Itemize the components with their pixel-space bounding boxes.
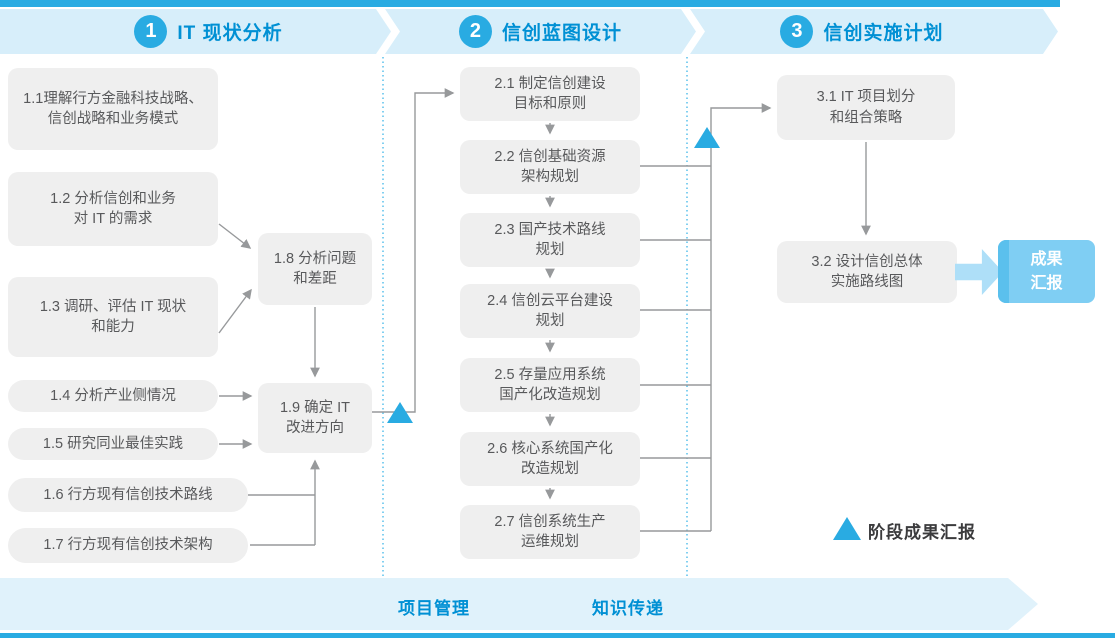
step-box-2-5: 2.5 存量应用系统 国产化改造规划: [460, 358, 640, 412]
step-box-1-6: 1.6 行方现有信创技术路线: [8, 478, 248, 512]
bottom-process-band: [0, 578, 1038, 630]
milestone-triangle-icon: [694, 127, 720, 148]
step-box-2-2: 2.2 信创基础资源 架构规划: [460, 140, 640, 194]
result-box-accent-strip: [998, 240, 1009, 303]
phase-title: 信创蓝图设计: [501, 23, 622, 44]
phase-title: 信创实施计划: [823, 23, 944, 44]
step-box-2-7: 2.7 信创系统生产 运维规划: [460, 505, 640, 559]
project-management-label: 项目管理: [398, 599, 470, 618]
phase-header-3: 3 信创实施计划: [690, 9, 1058, 54]
result-arrow-icon: [955, 249, 1003, 295]
step-box-2-4: 2.4 信创云平台建设 规划: [460, 284, 640, 338]
top-accent-strip: [0, 0, 1060, 7]
step-box-1-9: 1.9 确定 IT 改进方向: [258, 383, 372, 453]
step-box-1-3: 1.3 调研、评估 IT 现状 和能力: [8, 277, 218, 357]
step-box-2-1: 2.1 制定信创建设 目标和原则: [460, 67, 640, 121]
phase-header-2: 2 信创蓝图设计: [385, 9, 696, 54]
step-box-2-3: 2.3 国产技术路线 规划: [460, 213, 640, 267]
phase-number-badge: 3: [780, 15, 813, 48]
phase-title: IT 现状分析: [177, 23, 283, 44]
step-box-1-4: 1.4 分析产业侧情况: [8, 380, 218, 412]
bottom-accent-strip: [0, 633, 1115, 638]
legend-label: 阶段成果汇报: [868, 523, 976, 542]
milestone-triangle-icon: [387, 402, 413, 423]
step-box-1-7: 1.7 行方现有信创技术架构: [8, 528, 248, 563]
step-box-1-5: 1.5 研究同业最佳实践: [8, 428, 218, 460]
results-report-box: 成果 汇报: [998, 240, 1095, 303]
step-box-2-6: 2.6 核心系统国产化 改造规划: [460, 432, 640, 486]
step-box-3-2: 3.2 设计信创总体 实施路线图: [777, 241, 957, 303]
phase-number-badge: 1: [134, 15, 167, 48]
phase-number-badge: 2: [459, 15, 492, 48]
step-box-1-8: 1.8 分析问题 和差距: [258, 233, 372, 305]
result-box-label: 成果 汇报: [1030, 251, 1063, 292]
knowledge-transfer-label: 知识传递: [592, 599, 664, 618]
legend-triangle-icon: [833, 517, 861, 540]
step-box-3-1: 3.1 IT 项目划分 和组合策略: [777, 75, 955, 140]
phase-header-1: 1 IT 现状分析: [0, 9, 391, 54]
step-box-1-1: 1.1理解行方金融科技战略、 信创战略和业务模式: [8, 68, 218, 150]
step-box-1-2: 1.2 分析信创和业务 对 IT 的需求: [8, 172, 218, 246]
